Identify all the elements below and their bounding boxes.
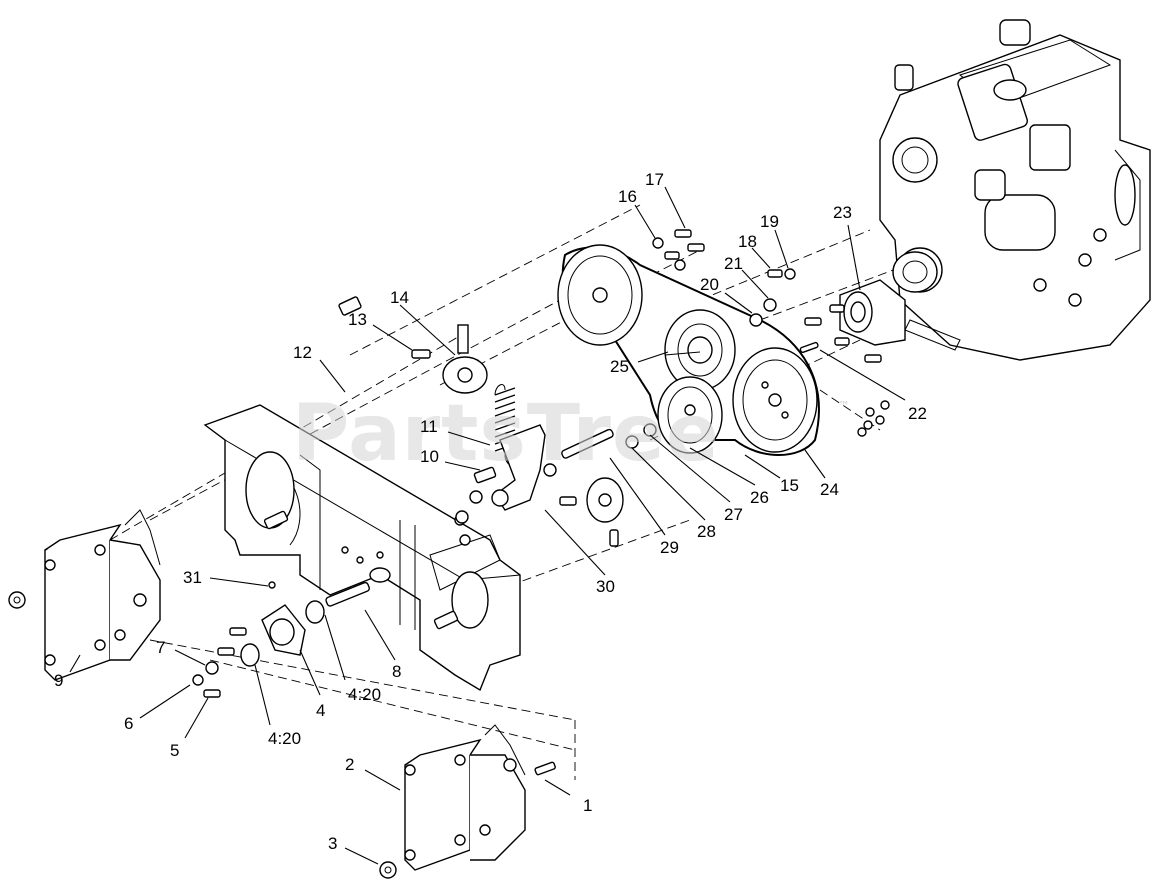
callout-7: 7: [156, 638, 165, 657]
callout-15: 15: [780, 476, 799, 495]
engine-block: [879, 19, 1151, 361]
callout-10: 10: [420, 447, 439, 466]
pulley-24: [732, 347, 818, 453]
callout-1: 1: [583, 796, 592, 815]
callout-25: 25: [610, 357, 629, 376]
callout-22: 22: [908, 404, 927, 423]
callout-28: 28: [697, 522, 716, 541]
callout-27: 27: [724, 505, 743, 524]
callout-5: 5: [170, 741, 179, 760]
callout-29: 29: [660, 538, 679, 557]
crank-hub-23: [839, 251, 938, 346]
pivot-bracket-14: [411, 324, 488, 394]
callout-8: 8: [392, 662, 401, 681]
watermark-text: PartsTree: [292, 389, 720, 479]
callout-4: 4: [316, 701, 325, 720]
callout-23: 23: [833, 203, 852, 222]
pulley-large-upper: [557, 244, 643, 346]
callout-13: 13: [348, 310, 367, 329]
callout-labels: 1 2 3 4 4:20 4:20 5 6 7 8 9 10 11 12 13 …: [54, 170, 927, 853]
callout-12: 12: [293, 343, 312, 362]
callout-4-20-lower: 4:20: [268, 729, 301, 748]
mounting-frame: [203, 404, 521, 692]
callout-14: 14: [390, 288, 409, 307]
idler-arm-30: [491, 424, 557, 511]
fasteners: [192, 229, 890, 698]
callout-30: 30: [596, 577, 615, 596]
callout-20: 20: [700, 275, 719, 294]
callout-2: 2: [345, 755, 354, 774]
callout-6: 6: [124, 714, 133, 733]
callout-26: 26: [750, 488, 769, 507]
leader-lines: [69, 186, 906, 865]
callout-16: 16: [618, 187, 637, 206]
callout-17: 17: [645, 170, 664, 189]
callout-21: 21: [724, 254, 743, 273]
callout-9: 9: [54, 671, 63, 690]
callout-4-20-upper: 4:20: [348, 685, 381, 704]
callout-31: 31: [183, 568, 202, 587]
hydraulic-pump-left: [8, 509, 161, 681]
watermark-trademark: ™: [838, 399, 850, 413]
idler-pulley-25: [664, 309, 736, 391]
callout-3: 3: [328, 834, 337, 853]
pulley-26: [657, 376, 723, 454]
callout-24: 24: [820, 480, 839, 499]
callout-11: 11: [420, 417, 438, 436]
callout-18: 18: [738, 232, 757, 251]
callout-19: 19: [760, 212, 779, 231]
hydraulic-pump-bottom: [379, 724, 556, 879]
